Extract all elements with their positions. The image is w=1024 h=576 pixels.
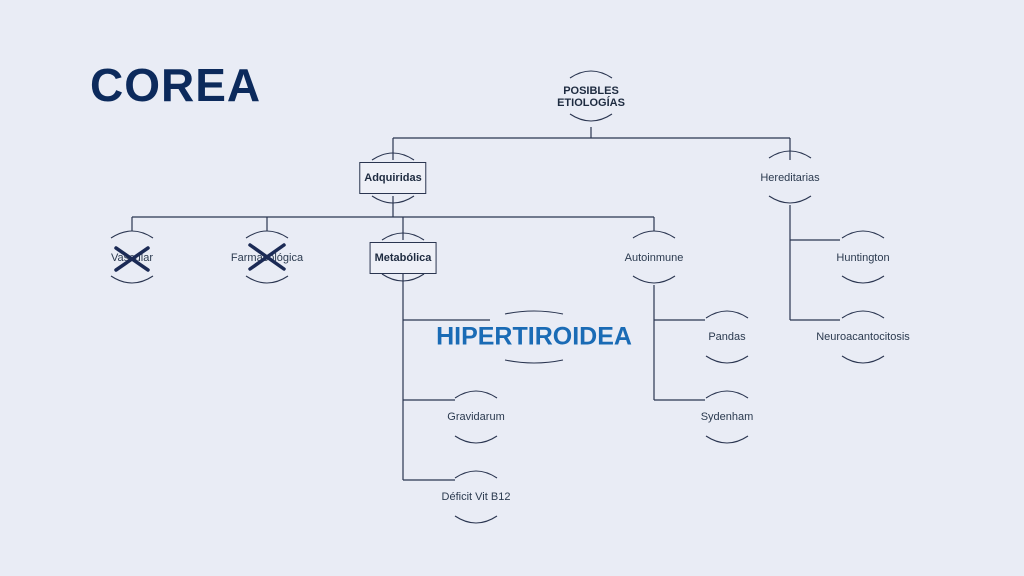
node-autoinmune: Autoinmune <box>624 252 684 264</box>
page-title: COREA <box>90 59 262 111</box>
cross-vascular-icon <box>114 246 150 272</box>
cross-farmacologica-icon <box>248 243 286 271</box>
node-sydenham: Sydenham <box>700 411 754 423</box>
node-huntington: Huntington <box>836 252 890 264</box>
arc-farmacologica <box>245 230 289 284</box>
connector-metabolica <box>402 274 490 481</box>
connector-autoinmune <box>653 285 705 401</box>
arc-huntington <box>841 230 885 284</box>
arc-adquiridas <box>371 152 415 204</box>
node-gravidarum: Gravidarum <box>447 411 505 423</box>
connector-hereditarias <box>789 205 840 321</box>
arc-hipertiroidea <box>504 310 564 364</box>
node-hipertiroidea: HIPERTIROIDEA <box>436 322 632 351</box>
arc-vascular <box>110 230 154 284</box>
node-deficit-b12: Déficit Vit B12 <box>441 491 511 503</box>
arc-gravidarum <box>454 390 498 444</box>
node-neuroacantocitosis: Neuroacantocitosis <box>816 331 910 343</box>
arc-root <box>569 70 613 122</box>
arc-autoinmune <box>632 230 676 284</box>
node-metabolica: Metabólica <box>369 242 437 274</box>
node-adquiridas: Adquiridas <box>359 162 427 194</box>
arc-sydenham <box>705 390 749 444</box>
connector-root <box>392 127 791 160</box>
node-pandas: Pandas <box>708 331 746 343</box>
node-posibles-etiologias: POSIBLES ETIOLOGÍAS <box>557 85 625 109</box>
node-hereditarias: Hereditarias <box>760 172 820 184</box>
connector-adquiridas <box>131 196 655 240</box>
arc-pandas <box>705 310 749 364</box>
arc-neuroacantocitosis <box>841 310 885 364</box>
arc-metabolica <box>381 232 425 282</box>
arc-hereditarias <box>768 150 812 204</box>
arc-deficit-b12 <box>454 470 498 524</box>
